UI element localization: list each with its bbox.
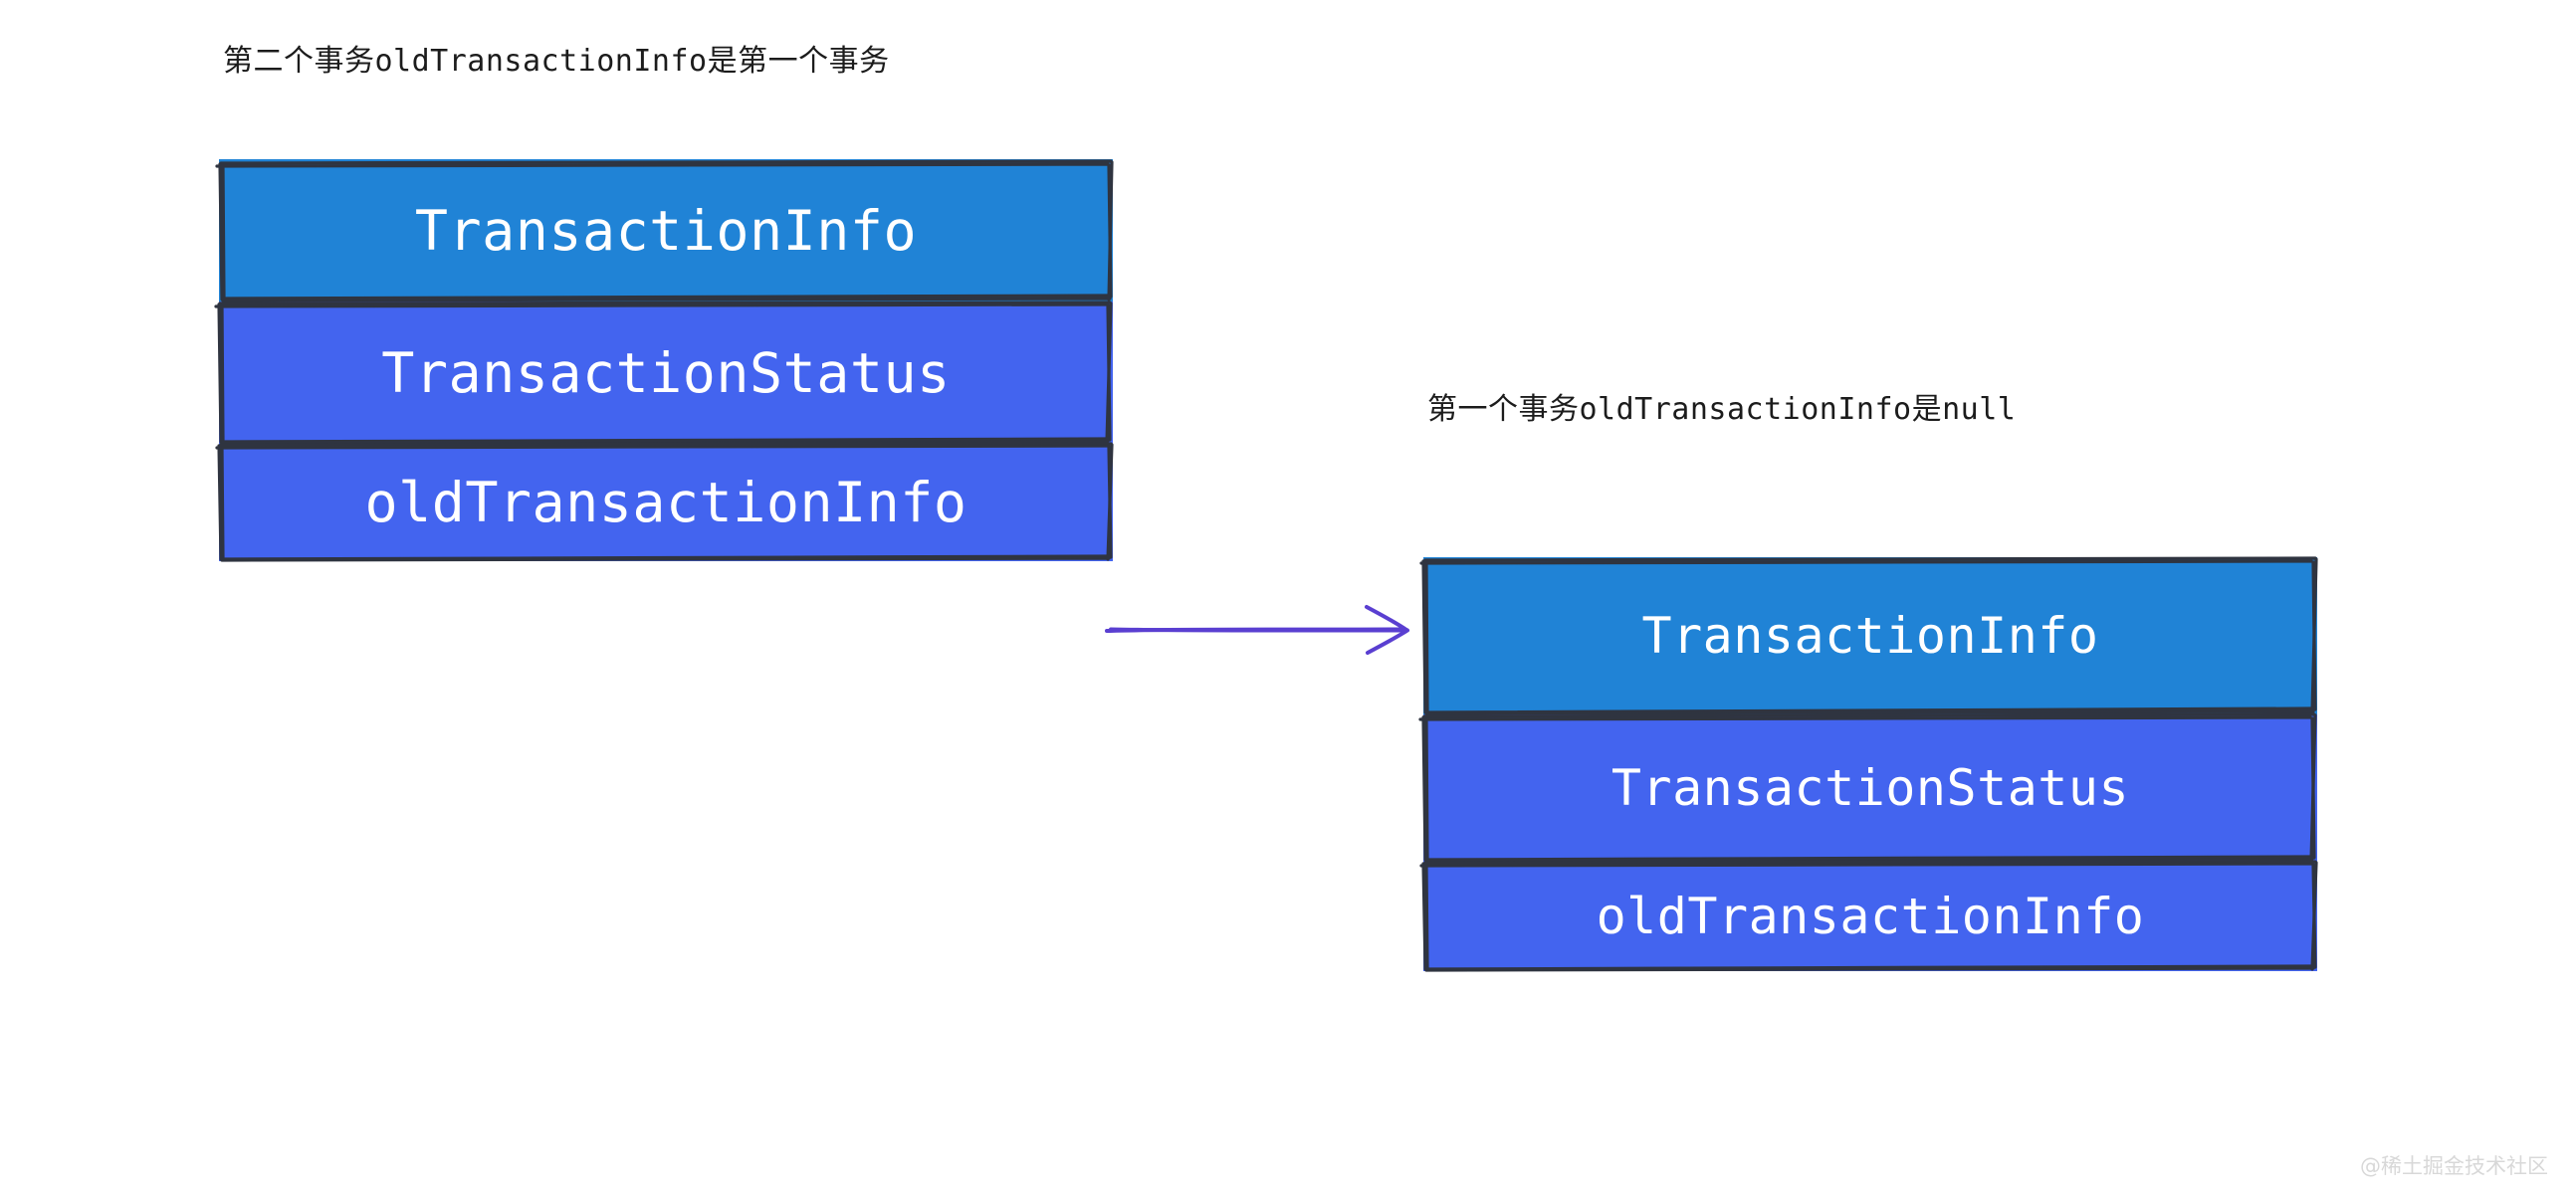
right-node-old-transaction-info[interactable]: oldTransactionInfo (1419, 860, 2318, 972)
right-box-stack: TransactionInfo TransactionStatus oldTra… (1418, 556, 2318, 972)
node-label: TransactionInfo (1641, 607, 2099, 665)
node-label: TransactionStatus (1610, 759, 2130, 817)
right-node-transaction-status[interactable]: TransactionStatus (1418, 712, 2317, 863)
connector-arrow (1105, 605, 1409, 655)
right-node-transaction-info[interactable]: TransactionInfo (1419, 556, 2318, 715)
left-node-transaction-info[interactable]: TransactionInfo (215, 159, 1114, 302)
left-node-old-transaction-info[interactable]: oldTransactionInfo (215, 442, 1114, 562)
left-group-caption: 第二个事务oldTransactionInfo是第一个事务 (223, 44, 890, 79)
right-group-caption: 第一个事务oldTransactionInfo是null (1427, 392, 2017, 427)
left-node-transaction-status[interactable]: TransactionStatus (214, 300, 1113, 445)
left-box-stack: TransactionInfo TransactionStatus oldTra… (214, 159, 1114, 562)
node-label: TransactionStatus (381, 340, 951, 405)
node-label: oldTransactionInfo (364, 471, 967, 534)
node-label: TransactionInfo (414, 198, 918, 263)
site-watermark: @稀土掘金技术社区 (2360, 1154, 2548, 1178)
node-label: oldTransactionInfo (1596, 888, 2145, 945)
